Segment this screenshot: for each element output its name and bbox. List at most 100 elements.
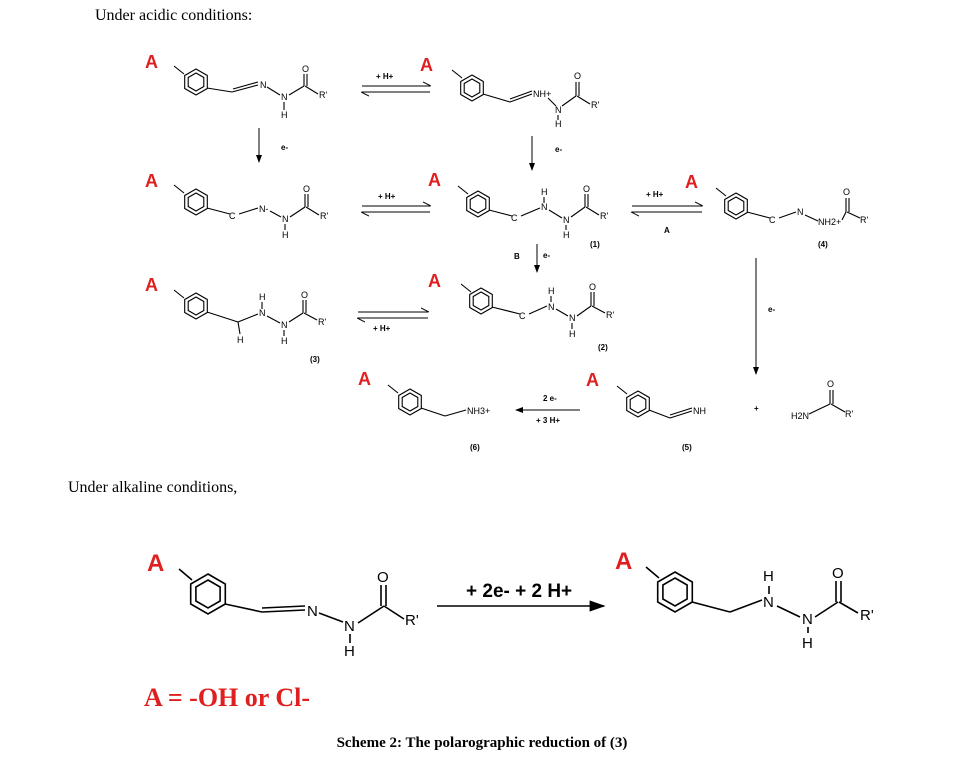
svg-text:e-: e- (555, 145, 562, 154)
svg-text:A: A (145, 275, 158, 295)
svg-text:O: O (303, 184, 310, 194)
svg-text:A: A (420, 55, 433, 75)
svg-text:C: C (511, 213, 518, 223)
svg-text:C: C (229, 211, 236, 221)
substituent-a: A (145, 52, 158, 72)
svg-text:+ 2e- + 2 H+: + 2e- + 2 H+ (466, 581, 572, 602)
svg-text:+ H+: + H+ (646, 190, 664, 199)
svg-text:N: N (260, 80, 267, 90)
svg-text:H: H (282, 230, 289, 240)
svg-text:R': R' (591, 100, 599, 110)
svg-text:R': R' (318, 317, 326, 327)
compound-6: A NH3+ (6) (358, 369, 490, 452)
svg-text:A: A (428, 170, 441, 190)
svg-text:R': R' (405, 612, 419, 629)
svg-text:R': R' (845, 409, 853, 419)
svg-text:N: N (259, 308, 266, 318)
svg-text:N: N (555, 105, 562, 115)
label-compound-3: (3) (310, 355, 320, 364)
svg-text:H: H (259, 292, 266, 302)
svg-text:A: A (685, 172, 698, 192)
label-compound-1: (1) (590, 240, 600, 249)
svg-text:+: + (754, 404, 759, 413)
label-compound-4: (4) (818, 240, 828, 249)
svg-text:N: N (797, 207, 804, 217)
svg-text:C: C (769, 215, 776, 225)
svg-text:A: A (145, 171, 158, 191)
svg-text:O: O (827, 379, 834, 389)
equilibrium-protonation-4: + H+ (358, 312, 428, 333)
svg-text:R': R' (319, 90, 327, 100)
svg-text:H: H (563, 230, 570, 240)
svg-text:N: N (281, 320, 288, 330)
svg-text:e-: e- (768, 305, 775, 314)
svg-text:A: A (147, 550, 164, 577)
svg-text:NH+: NH+ (533, 89, 551, 99)
svg-text:H2N: H2N (791, 411, 809, 421)
arrow-2e-reduction: 2 e- + 3 H+ (515, 394, 580, 425)
svg-text:H: H (237, 335, 244, 345)
svg-text:B: B (514, 252, 520, 261)
compound-radical-anion: A C N- N H O R' (145, 171, 328, 240)
svg-text:H: H (281, 336, 288, 346)
compound-start-acidic: A N N H O R' (145, 52, 327, 120)
svg-text:e-: e- (543, 251, 550, 260)
svg-text:O: O (377, 569, 389, 586)
svg-text:NH3+: NH3+ (467, 406, 490, 416)
svg-text:R': R' (860, 215, 868, 225)
svg-text:+ H+: + H+ (378, 192, 396, 201)
compound-4: A C N NH2+ O R' (4) (685, 172, 868, 249)
label-compound-2: (2) (598, 343, 608, 352)
svg-text:O: O (583, 184, 590, 194)
scheme-caption: Scheme 2: The polarographic reduction of… (337, 735, 628, 751)
svg-text:O: O (832, 565, 844, 582)
svg-text:NH: NH (693, 406, 706, 416)
svg-text:N: N (802, 611, 813, 628)
svg-text:N: N (548, 302, 555, 312)
svg-text:A: A (428, 271, 441, 291)
compound-3: A H N H N H O R' (3) (145, 275, 326, 364)
compound-product-alkaline: A N H N H O R' (615, 548, 874, 652)
svg-text:O: O (589, 282, 596, 292)
svg-text:O: O (843, 187, 850, 197)
svg-text:N: N (563, 215, 570, 225)
svg-text:O: O (301, 290, 308, 300)
arrow-alkaline-reduction: + 2e- + 2 H+ (437, 581, 606, 612)
equilibrium-protonation-2: + H+ (362, 192, 430, 212)
compound-amide: H2N O R' (791, 379, 853, 421)
label-compound-5: (5) (682, 443, 692, 452)
svg-text:N: N (763, 594, 774, 611)
svg-text:N: N (541, 202, 548, 212)
label-compound-6: (6) (470, 443, 480, 452)
svg-text:O: O (302, 64, 309, 74)
compound-1: A C N H N H O R' (1) (428, 170, 608, 249)
compound-2: A C N H N H O R' (2) (428, 271, 614, 352)
svg-text:N: N (281, 92, 288, 102)
svg-text:C: C (519, 311, 526, 321)
svg-text:H: H (802, 635, 813, 652)
svg-text:R': R' (600, 211, 608, 221)
svg-text:+ H+: + H+ (376, 72, 394, 81)
svg-text:N: N (307, 603, 318, 620)
svg-text:N: N (344, 618, 355, 635)
equilibrium-protonation-1: + H+ (362, 72, 430, 92)
compound-5: A NH (5) (586, 370, 706, 452)
compound-protonated: A NH+ N H O R' (420, 55, 599, 129)
svg-text:H: H (555, 119, 562, 129)
equilibrium-protonation-3: + H+ A (632, 190, 702, 235)
compound-start-alkaline: A N N H O R' (147, 550, 419, 660)
svg-text:N: N (282, 214, 289, 224)
svg-text:R': R' (606, 310, 614, 320)
svg-text:H: H (281, 110, 288, 120)
svg-text:A: A (586, 370, 599, 390)
svg-text:A: A (358, 369, 371, 389)
svg-text:+ 3 H+: + 3 H+ (536, 416, 560, 425)
svg-text:R': R' (320, 211, 328, 221)
svg-text:H: H (344, 643, 355, 660)
svg-text:NH2+: NH2+ (818, 217, 841, 227)
svg-text:N: N (569, 313, 576, 323)
svg-text:A: A (615, 548, 632, 575)
svg-text:+ H+: + H+ (373, 324, 391, 333)
svg-text:H: H (763, 568, 774, 585)
